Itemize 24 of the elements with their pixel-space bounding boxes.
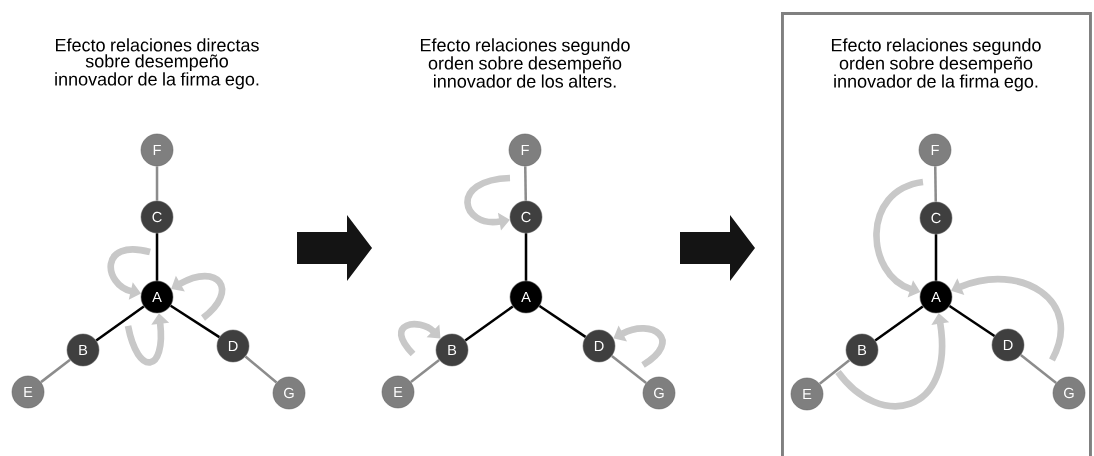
connecting-line: [818, 359, 851, 385]
connecting-line: [948, 304, 996, 338]
connecting-line: [538, 305, 587, 338]
curved-arrow: [613, 325, 666, 368]
heading: Efecto relaciones segundo orden sobre desempeño innovador de los alters.: [421, 38, 630, 88]
connecting-line: [170, 304, 221, 339]
connecting-line: [611, 355, 647, 384]
curved-arrow: [171, 272, 226, 321]
connecting-line: [874, 305, 924, 342]
connecting-line: [40, 358, 71, 384]
connecting-line: [524, 233, 528, 281]
connecting-line: [95, 305, 145, 342]
connecting-line: [155, 166, 159, 201]
connecting-line: [934, 234, 938, 281]
curved-arrow: [397, 320, 441, 357]
connecting-line: [933, 166, 938, 202]
connecting-line: [410, 359, 440, 383]
connecting-line: [1020, 354, 1057, 384]
connecting-line: [524, 166, 528, 201]
connecting-line: [155, 233, 159, 281]
connecting-line: [244, 355, 278, 384]
heading: Efecto relaciones directas sobre desempeño innovador de la firma ego.: [55, 38, 259, 90]
connecting-line: [464, 305, 514, 342]
curved-arrow: [951, 276, 1065, 362]
